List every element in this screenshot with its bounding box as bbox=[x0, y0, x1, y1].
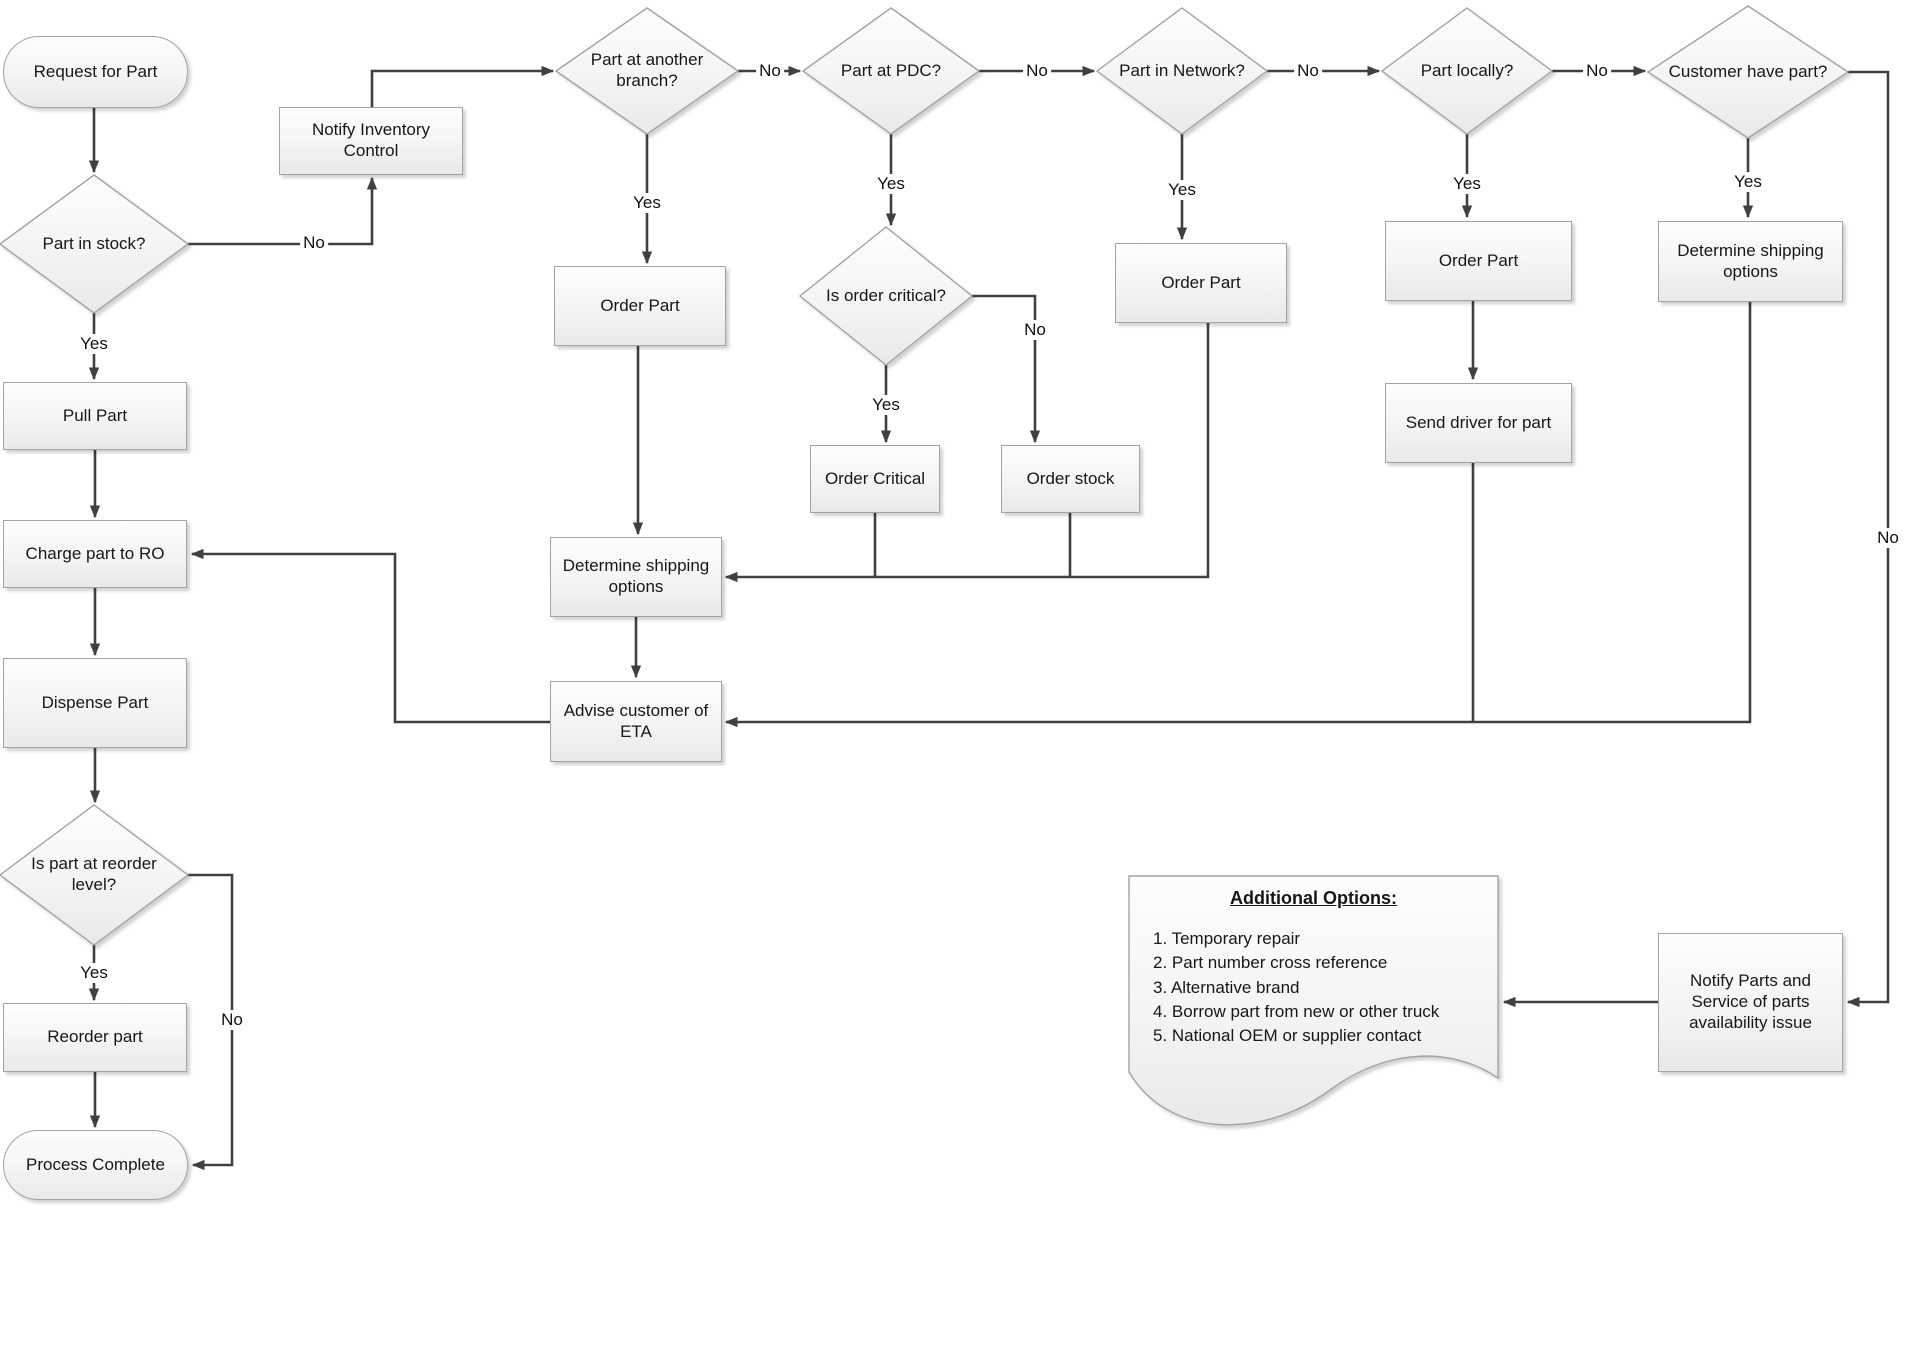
edge-notify-to-branch bbox=[370, 65, 555, 107]
edge-label-network-no: No bbox=[1294, 61, 1322, 81]
additional-options-note-shape bbox=[1128, 875, 1499, 1126]
customer-have-part-decision-shape bbox=[1646, 5, 1850, 139]
pull-part-node: Pull Part bbox=[3, 382, 187, 450]
edge-advise-to-charge bbox=[190, 548, 550, 724]
edge-label-branch-yes: Yes bbox=[630, 193, 664, 213]
part-in-stock-decision-shape bbox=[0, 174, 190, 314]
edge-shipping-right-to-advise bbox=[724, 302, 1752, 728]
determine-shipping-left-node: Determine shipping options bbox=[550, 537, 722, 617]
additional-options-item-3: 3. Alternative brand bbox=[1153, 977, 1300, 997]
advise-customer-eta-node: Advise customer of ETA bbox=[550, 681, 722, 762]
additional-options-list: 1. Temporary repair 2. Part number cross… bbox=[1129, 927, 1498, 1048]
edge-label-critical-yes: Yes bbox=[869, 395, 903, 415]
edge-label-customer-yes: Yes bbox=[1731, 172, 1765, 192]
notify-inventory-control-node: Notify Inventory Control bbox=[279, 107, 463, 175]
order-part-branch-node: Order Part bbox=[554, 266, 726, 346]
request-for-part-node: Request for Part bbox=[3, 36, 188, 108]
order-part-network-node: Order Part bbox=[1115, 243, 1287, 323]
is-order-critical-decision-shape bbox=[798, 226, 974, 366]
additional-options-item-5: 5. National OEM or supplier contact bbox=[1153, 1026, 1422, 1046]
additional-options-item-4: 4. Borrow part from new or other truck bbox=[1153, 1001, 1440, 1021]
edge-part-in-stock-no bbox=[188, 176, 378, 246]
order-part-locally-node: Order Part bbox=[1385, 221, 1572, 301]
edge-network-order-to-shipping bbox=[724, 323, 1210, 583]
charge-part-to-ro-node: Charge part to RO bbox=[3, 520, 187, 588]
reorder-part-node: Reorder part bbox=[3, 1003, 187, 1072]
part-in-network-decision-shape bbox=[1095, 7, 1269, 135]
edge-label-part-in-stock-yes: Yes bbox=[77, 334, 111, 354]
additional-options-item-2: 2. Part number cross reference bbox=[1153, 953, 1388, 973]
order-critical-node: Order Critical bbox=[810, 445, 940, 513]
edge-label-pdc-yes: Yes bbox=[874, 174, 908, 194]
edge-label-part-in-stock-no: No bbox=[300, 233, 328, 253]
edge-label-critical-no: No bbox=[1021, 320, 1049, 340]
order-stock-node: Order stock bbox=[1001, 445, 1140, 513]
edge-label-network-yes: Yes bbox=[1165, 180, 1199, 200]
part-locally-decision-shape bbox=[1380, 7, 1554, 135]
part-at-another-branch-decision-shape bbox=[554, 7, 740, 135]
edge-label-branch-no: No bbox=[756, 61, 784, 81]
edge-label-pdc-no: No bbox=[1023, 61, 1051, 81]
part-at-pdc-decision-shape bbox=[801, 7, 981, 135]
additional-options-note: Additional Options: 1. Temporary repair … bbox=[1129, 888, 1498, 1048]
edge-label-locally-no: No bbox=[1583, 61, 1611, 81]
process-complete-node: Process Complete bbox=[3, 1130, 188, 1200]
additional-options-item-1: 1. Temporary repair bbox=[1153, 929, 1301, 948]
additional-options-title: Additional Options: bbox=[1230, 888, 1397, 908]
edge-label-reorder-level-yes: Yes bbox=[77, 963, 111, 983]
is-part-at-reorder-level-decision-shape bbox=[0, 804, 190, 946]
determine-shipping-right-node: Determine shipping options bbox=[1658, 221, 1843, 302]
dispense-part-node: Dispense Part bbox=[3, 658, 187, 748]
notify-parts-service-node: Notify Parts and Service of parts availa… bbox=[1658, 933, 1843, 1072]
edge-label-locally-yes: Yes bbox=[1450, 174, 1484, 194]
edge-label-customer-no: No bbox=[1874, 528, 1902, 548]
send-driver-for-part-node: Send driver for part bbox=[1385, 383, 1572, 463]
edge-label-reorder-level-no: No bbox=[218, 1010, 246, 1030]
edge-critical-no bbox=[972, 294, 1041, 444]
